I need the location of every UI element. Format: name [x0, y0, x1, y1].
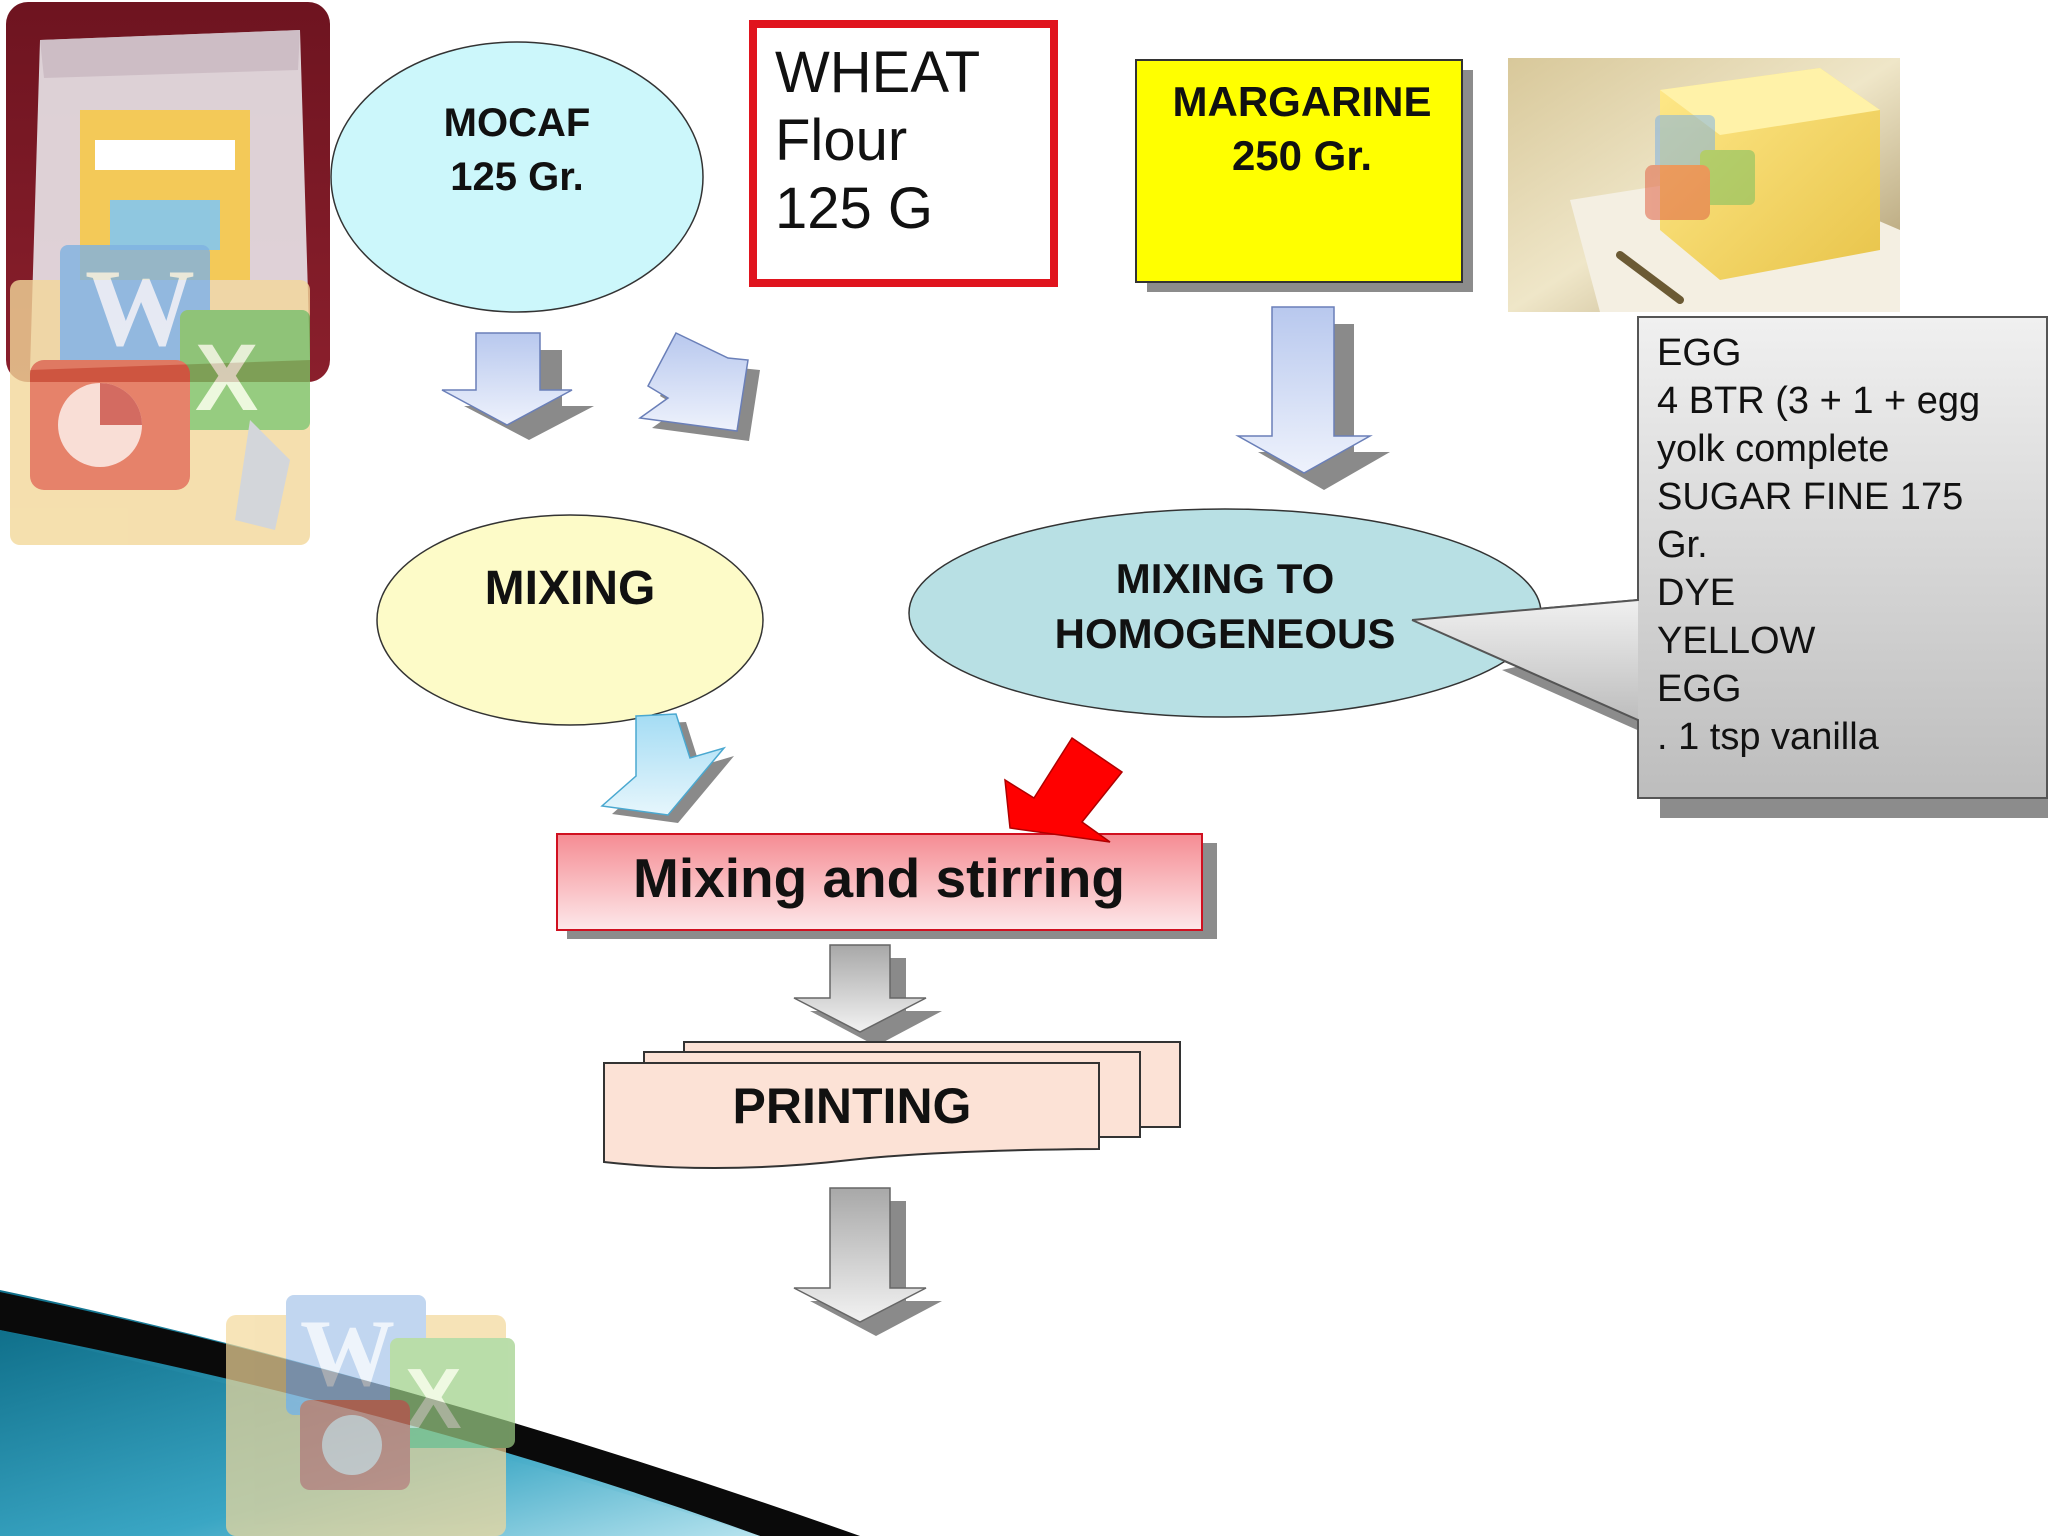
margarine-quantity: 250 Gr. [1232, 132, 1372, 179]
arrow-wheat-to-mixing [638, 332, 760, 441]
arrow-margarine-to-homogeneous [1235, 306, 1390, 490]
mixing-stirring-label: Mixing and stirring [633, 847, 1125, 909]
callout-line-8: EGG [1657, 668, 1741, 710]
office-apps-icon-bottom: W X [226, 1295, 515, 1536]
arrow-mocaf-to-mixing [441, 332, 594, 440]
margarine-label: MARGARINE [1173, 78, 1432, 125]
homogeneous-label-line-2: HOMOGENEOUS [1055, 610, 1396, 657]
arrow-homogeneous-to-stirring [1004, 736, 1124, 843]
mixing-stirring-node: Mixing and stirring [556, 833, 1217, 939]
svg-text:X: X [195, 325, 258, 431]
callout-line-7: YELLOW [1657, 620, 1816, 662]
arrow-stirring-to-printing [793, 944, 942, 1046]
callout-line-9: . 1 tsp vanilla [1657, 716, 1880, 758]
mocaf-node: MOCAF 125 Gr. [330, 41, 704, 313]
mocaf-quantity: 125 Gr. [450, 155, 583, 199]
callout-line-4: SUGAR FINE 175 [1657, 476, 1963, 518]
mixing-label: MIXING [485, 562, 656, 615]
mocaf-label: MOCAF [444, 101, 591, 145]
callout-line-2: 4 BTR (3 + 1 + egg [1657, 380, 1980, 422]
callout-line-1: EGG [1657, 332, 1741, 374]
callout-text-lines: EGG 4 BTR (3 + 1 + egg yolk complete SUG… [1657, 332, 1980, 758]
svg-text:X: X [405, 1352, 462, 1447]
wheat-label: WHEAT [775, 40, 980, 105]
callout-line-3: yolk complete [1657, 428, 1889, 470]
wheat-flour-node: WHEAT Flour 125 G [749, 20, 1058, 287]
callout-line-5: Gr. [1657, 524, 1708, 566]
printing-label: PRINTING [733, 1078, 972, 1134]
homogeneous-label-line-1: MIXING TO [1116, 555, 1335, 602]
svg-text:W: W [85, 247, 195, 369]
office-apps-icon: W X [10, 245, 310, 545]
arrow-mixing-to-stirring [600, 713, 734, 823]
wheat-flour-label: Flour [775, 108, 907, 173]
wheat-quantity: 125 G [775, 176, 933, 241]
mixing-node: MIXING [376, 514, 764, 726]
margarine-photo [1508, 58, 1900, 312]
callout-line-6: DYE [1657, 572, 1735, 614]
arrow-printing-down [793, 1187, 942, 1336]
margarine-node: MARGARINE 250 Gr. [1135, 59, 1473, 292]
mixing-homogeneous-node: MIXING TO HOMOGENEOUS [908, 508, 1639, 721]
svg-text:W: W [300, 1300, 395, 1406]
printing-node: PRINTING [603, 1041, 1181, 1170]
